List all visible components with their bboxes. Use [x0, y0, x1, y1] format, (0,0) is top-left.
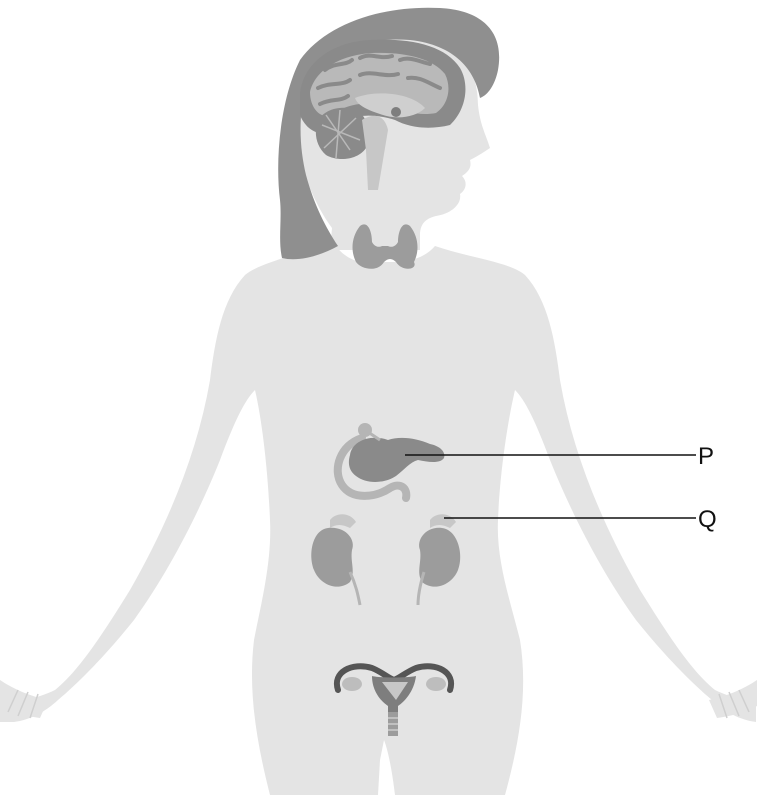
label-p: P — [698, 443, 714, 470]
torso — [0, 238, 756, 795]
pituitary-gland — [391, 107, 401, 117]
right-ovary — [426, 677, 446, 691]
label-q: Q — [698, 506, 717, 533]
left-ovary — [342, 677, 362, 691]
